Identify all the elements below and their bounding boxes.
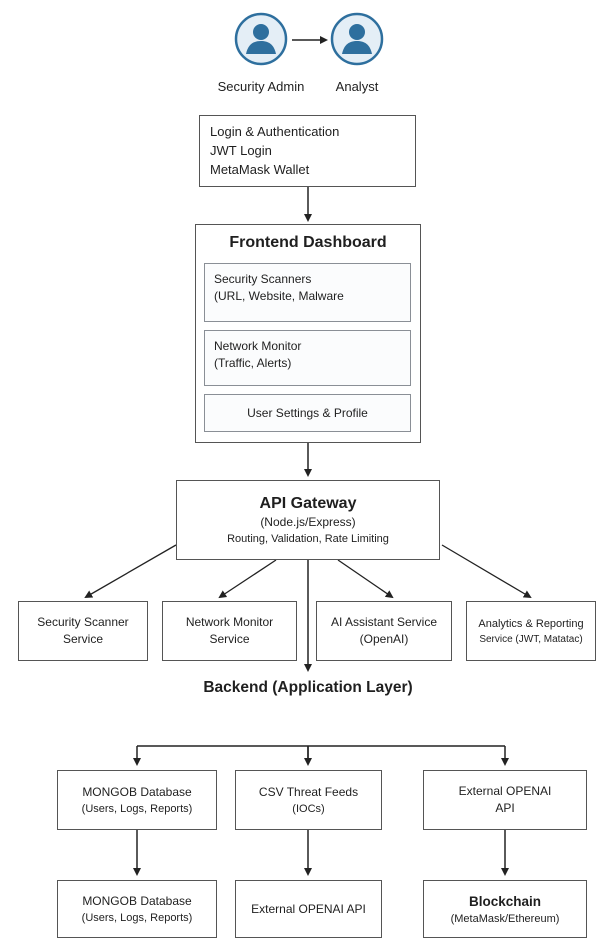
data-source-label: CSV Threat Feeds [258,784,359,799]
external-openai-box: External OPENAI API [423,770,587,830]
analyst-label: Analyst [335,79,379,94]
service-label: Network Monitor [185,615,274,629]
login-line-jwt: JWT Login [210,143,272,158]
user-settings-label: User Settings & Profile [247,405,368,420]
security-admin-label: Security Admin [217,79,305,94]
external-openai-api-bottom-box: External OPENAI API [235,880,382,938]
login-line-authentication: Login & Authentication [210,124,340,139]
service-label: Security Scanner [37,615,129,629]
data-source-label: External OPENAI [458,784,552,798]
service-label: Analytics & Reporting [478,617,584,630]
api-gateway-box: API Gateway (Node.js/Express) Routing, V… [176,480,440,560]
bottom-detail: (Users, Logs, Reports) [81,911,193,924]
api-gateway-title: API Gateway [259,495,357,512]
backend-title: Backend (Application Layer) [203,679,413,696]
user-settings-panel: User Settings & Profile [204,394,411,432]
service-detail: Service [62,632,103,646]
network-monitor-detail: (Traffic, Alerts) [214,356,292,370]
blockchain-detail: (MetaMask/Ethereum) [450,912,560,925]
login-box: Login & Authentication JWT Login MetaMas… [199,115,416,187]
blockchain-box: Blockchain (MetaMask/Ethereum) [423,880,587,938]
api-gateway-subtitle: (Node.js/Express) [260,515,356,529]
blockchain-label: Blockchain [468,893,542,909]
arrow-gateway-to-monitor-service [218,559,277,599]
security-scanners-detail: (URL, Website, Malware [214,289,344,303]
arrow-gateway-to-scanner-service [84,544,177,599]
security-scanners-label: Security Scanners [214,272,312,286]
arrow-gateway-to-ai-service [337,559,394,599]
data-source-detail: (IOCs) [292,802,325,815]
login-line-metamask: MetaMask Wallet [210,162,310,177]
network-monitor-service: Network Monitor Service [162,601,297,661]
service-detail: Service [209,632,250,646]
mongodb-database-bottom-box: MONGOB Database (Users, Logs, Reports) [57,880,217,938]
analyst-avatar-icon [330,12,384,66]
data-source-detail: API [495,801,515,815]
frontend-dashboard: Frontend Dashboard Security Scanners (UR… [195,224,421,443]
network-monitor-panel: Network Monitor (Traffic, Alerts) [204,330,411,386]
analytics-reporting-service: Analytics & Reporting Service (JWT, Mata… [466,601,596,661]
mongodb-database-box: MONGOB Database (Users, Logs, Reports) [57,770,217,830]
api-gateway-detail: Routing, Validation, Rate Limiting [227,533,389,545]
arrow-gateway-to-analytics-service [441,544,532,599]
ai-assistant-service: AI Assistant Service (OpenAI) [316,601,452,661]
data-source-label: MONGOB Database [82,784,192,799]
csv-threat-feeds-box: CSV Threat Feeds (IOCs) [235,770,382,830]
service-label: AI Assistant Service [330,615,438,629]
bottom-label: MONGOB Database [82,893,192,908]
service-detail: Service (JWT, Matatac) [479,633,583,645]
data-source-detail: (Users, Logs, Reports) [81,802,193,815]
security-admin-avatar-icon [234,12,288,66]
bottom-label: External OPENAI API [251,901,366,916]
security-scanners-panel: Security Scanners (URL, Website, Malware [204,263,411,322]
frontend-title: Frontend Dashboard [229,234,387,251]
security-scanner-service: Security Scanner Service [18,601,148,661]
service-detail: (OpenAI) [359,632,409,646]
network-monitor-label: Network Monitor [214,339,302,353]
